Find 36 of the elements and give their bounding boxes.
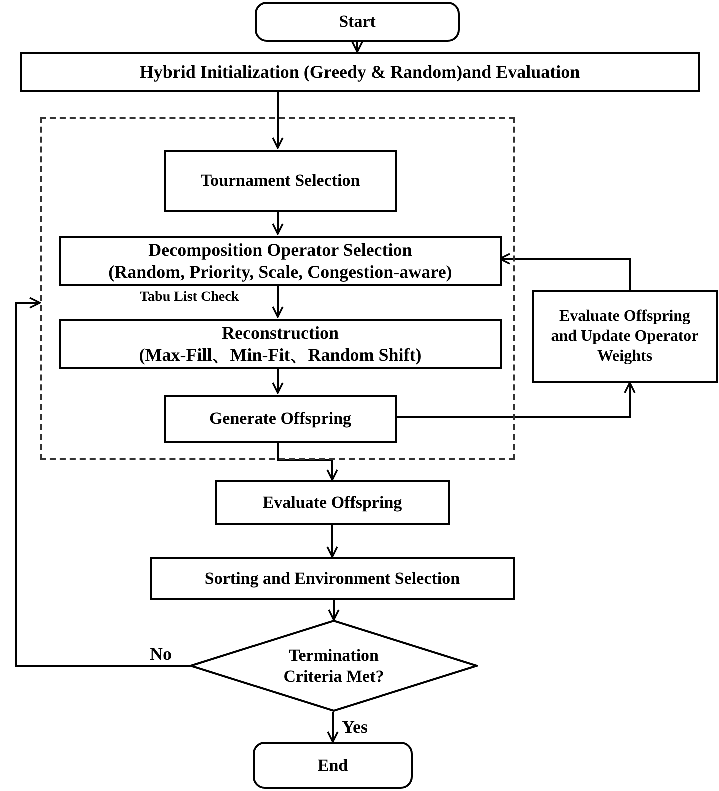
process-box [59, 319, 502, 369]
node-text: (Max-Fill、Min-Fit、Random Shift) [139, 344, 422, 366]
process-box [59, 236, 502, 286]
node-text: Evaluate Offspring [262, 492, 402, 514]
arrow [327, 712, 339, 743]
arrow [352, 41, 364, 53]
node-text: Evaluate Offspring and Update Operator Weights [550, 306, 700, 366]
process-box [20, 52, 700, 92]
dashed-group-box [40, 117, 515, 460]
process-box [164, 395, 397, 443]
arrow [272, 210, 284, 235]
arrow [272, 92, 284, 149]
arrow [277, 441, 338, 481]
node-text: Decomposition Operator Selection [148, 238, 412, 261]
node-text: (Random, Priority, Scale, Congestion-aware) [108, 261, 452, 284]
node-text: Hybrid Initialization (Greedy & Random)and Evaluation [140, 60, 580, 84]
process-box [164, 150, 397, 212]
node-text: Sorting and Environment Selection [204, 568, 460, 590]
node-text: Reconstruction [222, 322, 339, 344]
node-text: Start [339, 11, 376, 33]
node-text: Generate Offspring [209, 408, 352, 430]
process-box [150, 557, 515, 600]
terminator-box [255, 2, 460, 42]
terminator-box [253, 742, 413, 789]
arrow [326, 525, 338, 558]
arrow [15, 297, 190, 667]
arrow [328, 600, 340, 621]
node-text: Tournament Selection [200, 170, 360, 192]
arrow [272, 367, 284, 394]
arrow [395, 382, 636, 418]
node-text: End [318, 754, 348, 776]
decision-diamond [190, 620, 478, 712]
process-box [532, 290, 718, 383]
node-text: Termination Criteria Met? [282, 644, 386, 688]
arrow [272, 284, 284, 318]
process-box [215, 480, 450, 525]
